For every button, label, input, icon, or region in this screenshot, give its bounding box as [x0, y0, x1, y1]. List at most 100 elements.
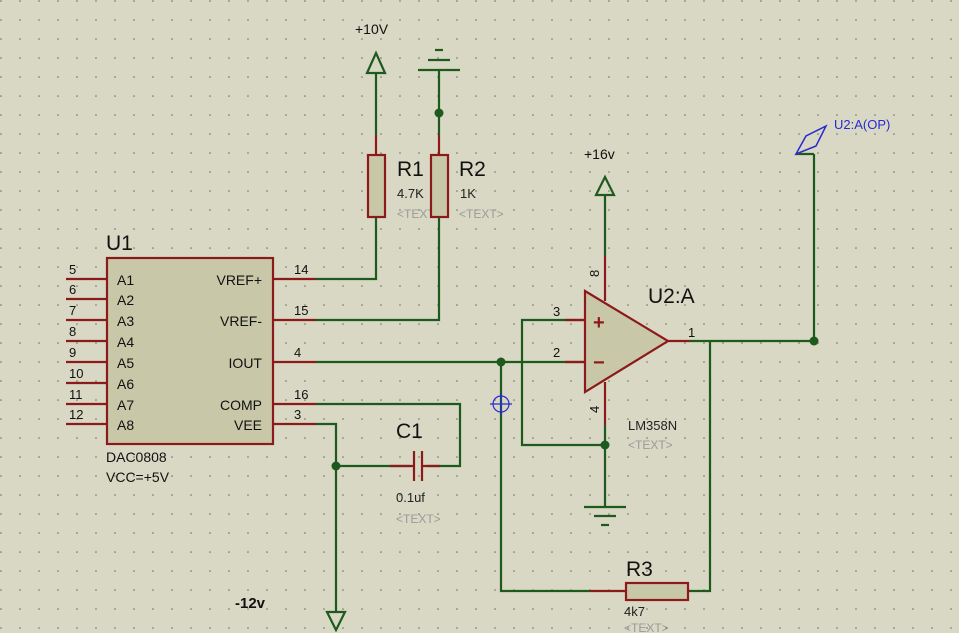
capacitor-c1[interactable]: C1 0.1uf <TEXT>	[390, 420, 441, 526]
dac-part-label: DAC0808	[106, 449, 167, 465]
dac-pin-number: 7	[69, 303, 76, 318]
dac-pin-name: A6	[117, 376, 134, 392]
dac-pin-number: 6	[69, 282, 76, 297]
r3-body[interactable]	[624, 581, 690, 602]
wire-feedback-left[interactable]	[499, 362, 590, 593]
opamp-minus-sign: −	[593, 352, 605, 374]
dac-pin-number: 4	[294, 345, 301, 360]
wire-vee[interactable]	[316, 422, 338, 612]
r2-body[interactable]	[429, 153, 450, 219]
dac-pin-name: A4	[117, 334, 134, 350]
r2-text-label: <TEXT>	[459, 207, 504, 221]
wire-opamp-plus[interactable]	[520, 318, 605, 447]
dac-pin-name: A3	[117, 313, 134, 329]
dac-pin-a4[interactable]: 8A4	[66, 324, 134, 350]
dac-pin-number: 8	[69, 324, 76, 339]
dac-pin-number: 16	[294, 387, 308, 402]
junction-opamp-gnd	[600, 440, 610, 450]
opamp-pin-gnd: 4	[587, 406, 602, 413]
dac-pin-name: VEE	[234, 417, 262, 433]
dac-pin-name: VREF+	[216, 272, 262, 288]
opamp-part-label: LM358N	[628, 418, 677, 433]
power-arrow-icon	[365, 50, 387, 75]
opamp-pin-plus: 3	[553, 304, 560, 319]
dac-pin-name: A5	[117, 355, 134, 371]
probe-label: U2:A(OP)	[834, 117, 890, 132]
crosshair-marker-icon	[490, 393, 512, 415]
power-10v[interactable]: +10V	[355, 21, 389, 75]
dac-body[interactable]	[105, 256, 275, 446]
dac-pin-a3[interactable]: 7A3	[66, 303, 134, 329]
dac-pin-name: VREF-	[220, 313, 262, 329]
dac-pin-number: 3	[294, 407, 301, 422]
dac-pin-name: A2	[117, 292, 134, 308]
r1-body[interactable]	[366, 153, 387, 219]
r3-text-label: <TEXT>	[624, 621, 669, 633]
junction-output	[809, 336, 819, 346]
wire-comp[interactable]	[316, 402, 462, 468]
wire-feedback-right[interactable]	[689, 341, 712, 593]
wire-vref-plus[interactable]	[316, 218, 378, 281]
r2-ref-label: R2	[459, 158, 486, 181]
opamp-pin-vcc: 8	[587, 270, 602, 277]
power-16v-label: +16v	[584, 146, 615, 162]
r3-ref-label: R3	[626, 558, 653, 581]
dac-u1[interactable]: U1 DAC0808 VCC=+5V 5A16A27A38A49A510A611…	[66, 232, 316, 485]
power-16v[interactable]: +16v	[584, 146, 616, 197]
junctions	[331, 108, 819, 471]
r1-ref-label: R1	[397, 158, 424, 181]
c1-value-label: 0.1uf	[396, 490, 425, 505]
dac-pin-number: 10	[69, 366, 83, 381]
opamp-pin-out: 1	[688, 325, 695, 340]
opamp-body[interactable]	[583, 289, 671, 394]
dac-pin-name: A1	[117, 272, 134, 288]
junction-iout	[496, 357, 506, 367]
ground-opamp[interactable]	[584, 505, 626, 527]
power-minus-12v[interactable]: -12v	[235, 595, 347, 633]
dac-pin-number: 12	[69, 407, 83, 422]
resistor-r3[interactable]: R3 4k7 <TEXT>	[590, 558, 690, 633]
r2-value-label: 1K	[460, 186, 476, 201]
probe-arrow-icon	[794, 124, 828, 156]
voltage-probe[interactable]: U2:A(OP)	[794, 117, 890, 156]
junction-r2-ground	[434, 108, 444, 118]
wires	[316, 70, 816, 612]
dac-pin-a1[interactable]: 5A1	[66, 262, 134, 288]
dac-ref-label: U1	[106, 232, 133, 255]
resistor-r2[interactable]: R2 1K <TEXT>	[429, 135, 504, 221]
power-arrow-icon	[594, 174, 616, 197]
opamp-u2a[interactable]: + − 3 2 1 8 4 U2:A LM358N <TEXT>	[553, 256, 695, 452]
power-10v-label: +10V	[355, 21, 389, 37]
r3-value-label: 4k7	[624, 604, 645, 619]
dac-pin-number: 14	[294, 262, 308, 277]
opamp-ref-label: U2:A	[648, 285, 695, 308]
dac-pin-number: 9	[69, 345, 76, 360]
junction-vee	[331, 461, 341, 471]
opamp-pin-minus: 2	[553, 345, 560, 360]
dac-vcc-label: VCC=+5V	[106, 469, 170, 485]
ground-top[interactable]	[418, 48, 460, 72]
wire-vref-minus[interactable]	[316, 218, 441, 322]
dac-pin-name: A8	[117, 417, 134, 433]
dac-pin-number: 15	[294, 303, 308, 318]
r1-value-label: 4.7K	[397, 186, 424, 201]
dac-pin-a5[interactable]: 9A5	[66, 345, 134, 371]
opamp-text-label: <TEXT>	[628, 438, 673, 452]
dac-pin-name: IOUT	[229, 355, 263, 371]
c1-text-label: <TEXT>	[396, 512, 441, 526]
c1-ref-label: C1	[396, 420, 423, 443]
opamp-plus-sign: +	[593, 312, 605, 334]
dac-pin-a2[interactable]: 6A2	[66, 282, 134, 308]
power-arrow-down-icon	[325, 610, 347, 633]
